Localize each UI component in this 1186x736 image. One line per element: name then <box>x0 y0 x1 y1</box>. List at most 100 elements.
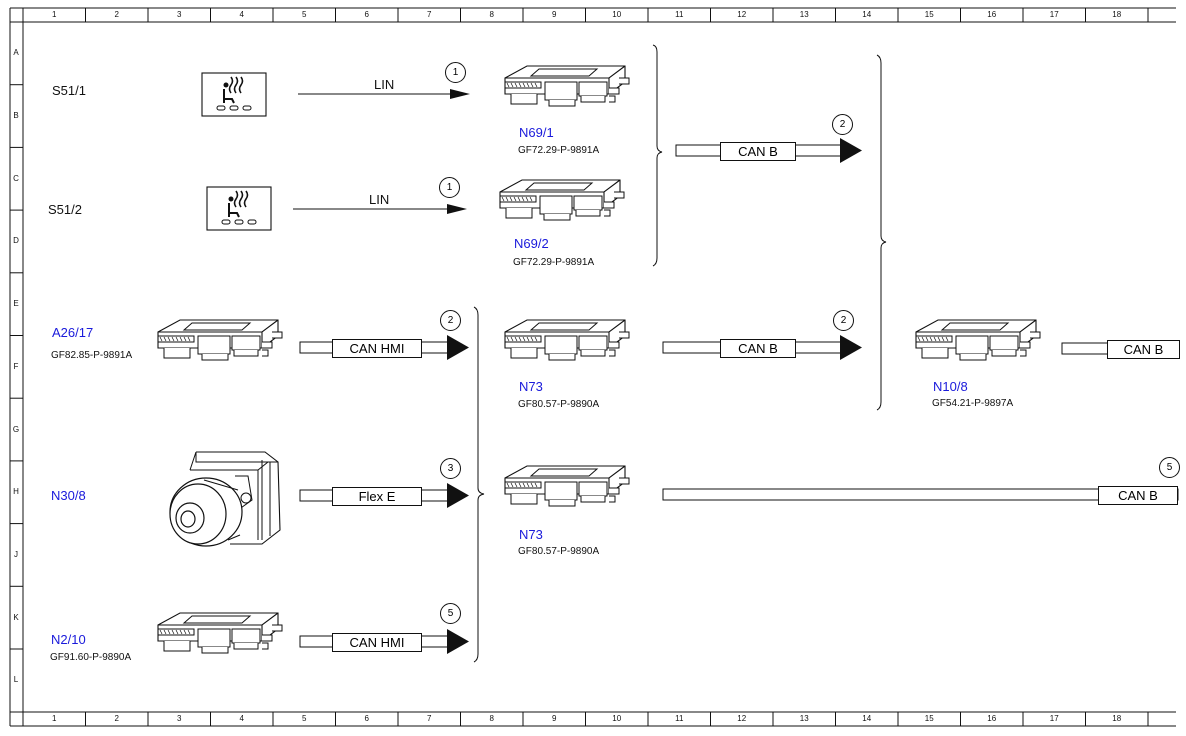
bus-label-canhmi-n2: CAN HMI <box>332 633 422 652</box>
part-number-a26-17: GF82.85-P-9891A <box>51 350 133 361</box>
column-number: 18 <box>1112 10 1122 19</box>
reference-marker: 2 <box>833 310 854 331</box>
bus-label-canb-long: CAN B <box>1098 486 1178 505</box>
component-id-s51-1: S51/1 <box>52 83 86 98</box>
column-number: 8 <box>489 714 494 723</box>
control-unit-icon <box>504 65 630 107</box>
column-number: 10 <box>612 714 622 723</box>
row-letter: F <box>13 361 19 371</box>
control-unit-icon <box>499 179 625 221</box>
bus-label-lin-2: LIN <box>369 192 390 207</box>
column-number: 7 <box>427 714 432 723</box>
reference-marker: 3 <box>440 458 461 479</box>
row-letter: A <box>13 48 19 58</box>
component-id-s51-2: S51/2 <box>48 202 82 217</box>
lin-line-2 <box>293 204 467 214</box>
part-number-n69-1: GF72.29-P-9891A <box>518 145 600 156</box>
column-number: 4 <box>239 10 244 19</box>
row-letter: L <box>13 675 19 685</box>
column-number: 7 <box>427 10 432 19</box>
bus-label-canb-n10: CAN B <box>1107 340 1180 359</box>
component-id-n69-2: N69/2 <box>514 236 549 251</box>
reference-marker: 2 <box>440 310 461 331</box>
column-number: 5 <box>302 10 307 19</box>
part-number-n2-10: GF91.60-P-9890A <box>50 652 132 663</box>
column-number: 18 <box>1112 714 1122 723</box>
column-number: 9 <box>552 714 557 723</box>
row-letter: K <box>13 612 19 622</box>
brace-n69 <box>652 44 663 267</box>
component-id-a26-17: A26/17 <box>52 325 94 340</box>
column-number: 11 <box>675 714 684 723</box>
column-number: 6 <box>364 714 369 723</box>
reference-marker: 5 <box>440 603 461 624</box>
column-number: 13 <box>799 10 809 19</box>
column-number: 17 <box>1049 10 1059 19</box>
column-number: 3 <box>177 714 182 723</box>
column-number: 1 <box>52 714 57 723</box>
row-letter: D <box>13 236 19 246</box>
row-letter: C <box>13 173 19 183</box>
part-number-n10-8: GF54.21-P-9897A <box>932 398 1014 409</box>
reference-marker: 1 <box>445 62 466 83</box>
column-number: 2 <box>114 714 119 723</box>
component-id-n69-1: N69/1 <box>519 125 554 140</box>
row-letter: J <box>14 549 18 559</box>
row-letter: G <box>12 424 20 434</box>
column-number: 11 <box>675 10 684 19</box>
row-letter: H <box>13 487 19 497</box>
column-number: 17 <box>1049 714 1059 723</box>
reference-marker: 5 <box>1159 457 1180 478</box>
component-id-n2-10: N2/10 <box>51 632 86 647</box>
part-number-n73-b: GF80.57-P-9890A <box>518 546 600 557</box>
column-number: 2 <box>114 10 119 19</box>
part-number-n69-2: GF72.29-P-9891A <box>513 257 595 268</box>
column-number: 16 <box>987 714 997 723</box>
control-unit-icon <box>504 319 630 361</box>
component-id-n30-8: N30/8 <box>51 488 86 503</box>
bus-label-flexe: Flex E <box>332 487 422 506</box>
row-letter: E <box>13 299 19 309</box>
column-number: 12 <box>737 714 747 723</box>
component-id-n73-b: N73 <box>519 527 543 542</box>
component-id-n73-a: N73 <box>519 379 543 394</box>
brace-can-hmi <box>473 306 485 663</box>
column-number: 14 <box>862 10 872 19</box>
seat-heater-switch-icon <box>201 72 267 117</box>
column-number: 16 <box>987 10 997 19</box>
column-number: 15 <box>924 10 934 19</box>
column-number: 4 <box>239 714 244 723</box>
reference-marker: 2 <box>832 114 853 135</box>
reference-marker: 1 <box>439 177 460 198</box>
column-number: 14 <box>862 714 872 723</box>
row-letter: B <box>13 111 19 121</box>
control-unit-icon <box>157 319 283 361</box>
frame <box>9 7 1176 727</box>
column-number: 1 <box>52 10 57 19</box>
part-number-n73-a: GF80.57-P-9890A <box>518 399 600 410</box>
column-number: 12 <box>737 10 747 19</box>
control-unit-icon <box>915 319 1041 361</box>
seat-heater-switch-icon <box>206 186 272 231</box>
column-number: 10 <box>612 10 622 19</box>
column-number: 6 <box>364 10 369 19</box>
brace-can-b <box>876 54 887 411</box>
bus-label-lin-1: LIN <box>374 77 395 92</box>
camera-module-icon <box>169 451 281 547</box>
column-number: 15 <box>924 714 934 723</box>
bus-label-canb-top: CAN B <box>720 142 796 161</box>
column-number: 5 <box>302 714 307 723</box>
component-id-n10-8: N10/8 <box>933 379 968 394</box>
bus-label-canb-n73: CAN B <box>720 339 796 358</box>
column-number: 3 <box>177 10 182 19</box>
column-number: 8 <box>489 10 494 19</box>
column-number: 13 <box>799 714 809 723</box>
canb-line-long <box>662 488 1179 501</box>
control-unit-icon <box>157 612 283 654</box>
bus-label-canhmi-a26: CAN HMI <box>332 339 422 358</box>
column-number: 9 <box>552 10 557 19</box>
lin-line-1 <box>298 89 470 99</box>
control-unit-icon <box>504 465 630 507</box>
